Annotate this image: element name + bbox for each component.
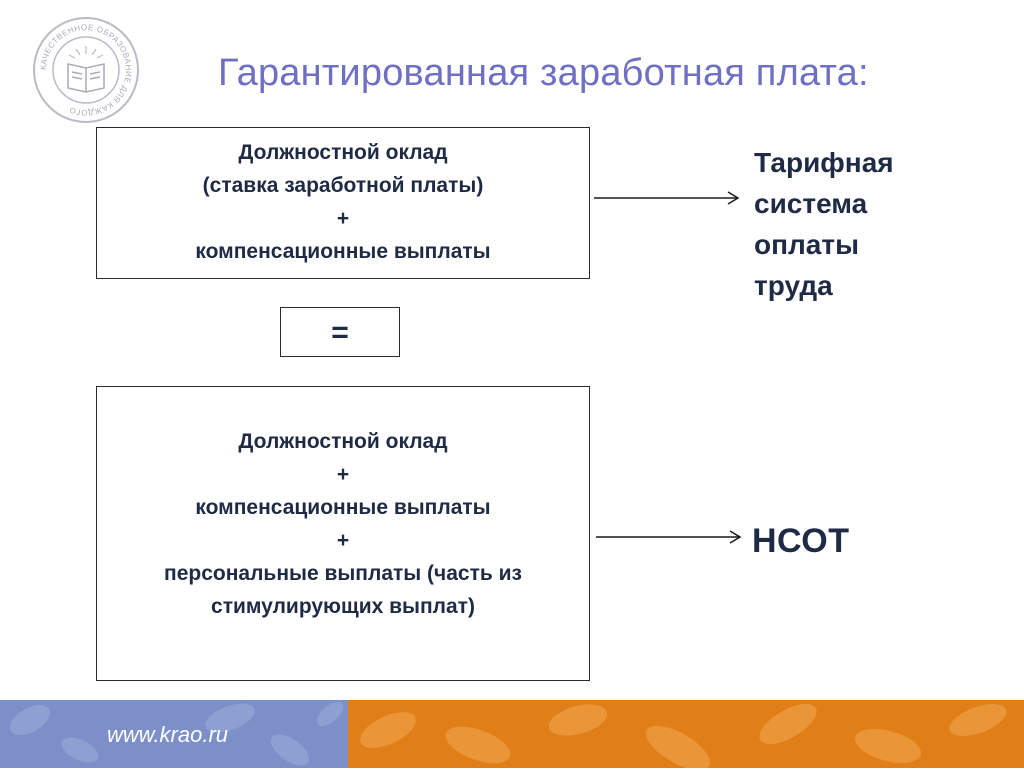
equals-box: = (280, 307, 400, 357)
footer-left-panel: www.krao.ru (0, 700, 348, 768)
book-icon (67, 63, 105, 93)
result-line: труда (754, 270, 833, 301)
box-line: компенсационные выплаты (195, 240, 491, 263)
result-line: оплаты (754, 229, 859, 260)
equals-symbol: = (331, 316, 349, 349)
box-line: Должностной оклад (238, 141, 448, 164)
result-line: система (754, 188, 868, 219)
sun-icon (68, 46, 104, 59)
result-tariff-system: Тарифная система оплаты труда (754, 142, 894, 306)
footer-url: www.krao.ru (107, 722, 229, 747)
oak-leaf-pattern (360, 703, 1007, 771)
result-nsot: НСОТ (752, 522, 850, 560)
box-line: + (336, 207, 350, 230)
salary-formula-box-bottom: Должностной оклад + компенсационные выпл… (96, 386, 590, 681)
leaf-pattern (10, 702, 344, 766)
box-line: + (336, 529, 350, 552)
logo-seal: КАЧЕСТВЕННОЕ ОБРАЗОВАНИЕ ДЛЯ КАЖДОГО (33, 17, 139, 123)
footer-banner: www.krao.ru (0, 700, 1024, 771)
box-line: (ставка заработной платы) (202, 174, 484, 197)
box-line: + (336, 463, 350, 486)
box-line: стимулирующих выплат) (211, 595, 475, 618)
slide-title: Гарантированная заработная плата: (218, 52, 869, 94)
salary-formula-box-top: Должностной оклад (ставка заработной пла… (96, 127, 590, 279)
box-line: компенсационные выплаты (195, 496, 491, 519)
box-line: персональные выплаты (часть из (164, 562, 522, 585)
box-line: Должностной оклад (238, 430, 448, 453)
footer-right-panel (348, 700, 1024, 771)
result-line: Тарифная (754, 147, 894, 178)
